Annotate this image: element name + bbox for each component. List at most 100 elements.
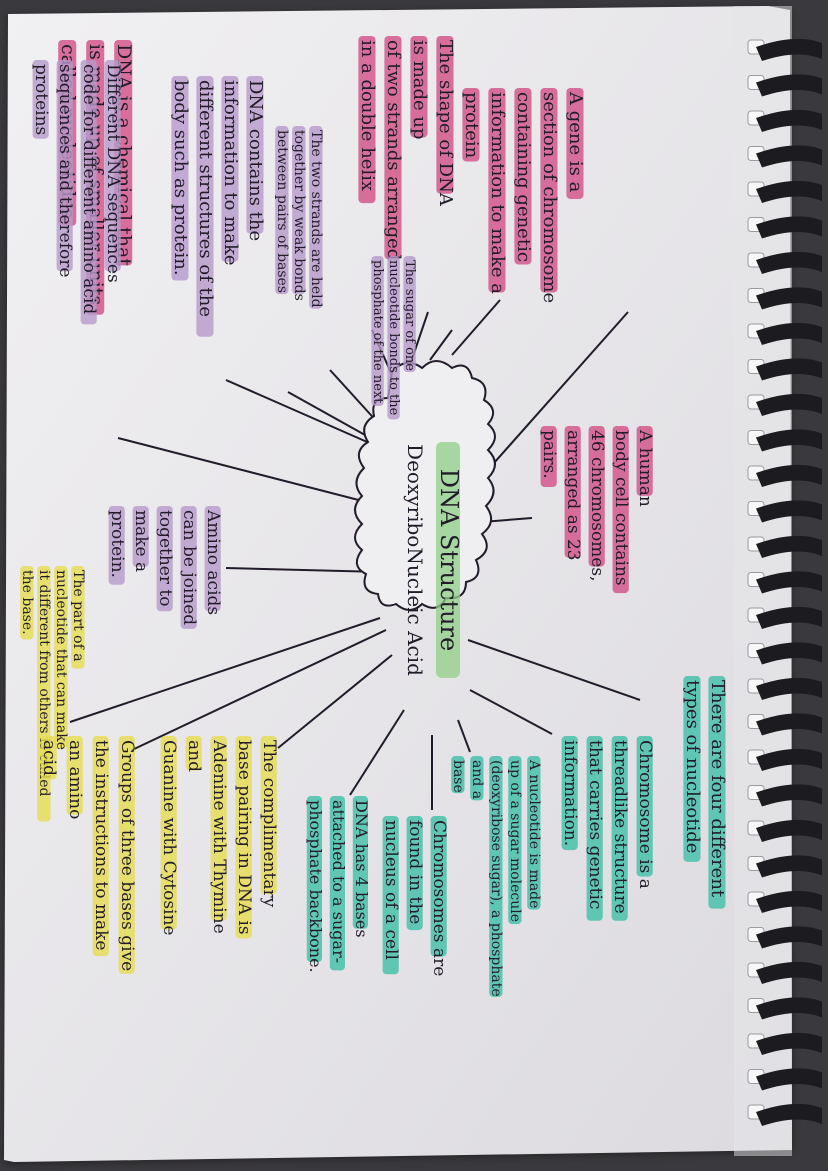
note-line: A human xyxy=(635,429,655,507)
highlight-stroke xyxy=(683,676,701,862)
note-line: an amino xyxy=(65,740,85,819)
note-line: Guanine with Cytosine xyxy=(159,740,179,935)
binding-ring xyxy=(756,393,822,416)
highlight-stroke xyxy=(54,566,68,749)
note-line: DNA has 4 bases xyxy=(352,800,371,938)
note-line: Different DNA sequences xyxy=(103,64,123,283)
highlight-stroke xyxy=(118,736,135,974)
binding-ring xyxy=(756,535,822,558)
note-line: attached to a sugar- xyxy=(329,800,348,963)
note-line: can be joined xyxy=(179,510,199,625)
highlight-stroke xyxy=(371,256,384,406)
binding-ring xyxy=(756,1068,822,1091)
highlight-stroke xyxy=(382,816,399,975)
highlight-stroke xyxy=(40,736,57,780)
note-line: There are four different xyxy=(707,680,728,898)
note-line: protein xyxy=(461,92,482,159)
note-line: Amino acids xyxy=(203,509,223,615)
note-line: together to xyxy=(155,510,175,606)
binding-ring xyxy=(756,890,822,913)
note-line: The shape of DNA xyxy=(435,40,456,207)
note-line: the base. xyxy=(19,570,35,635)
note-line: proteins xyxy=(31,64,51,135)
binding-ring xyxy=(756,464,822,487)
binding-ring xyxy=(756,358,822,381)
highlight-stroke xyxy=(156,506,173,612)
highlight-stroke xyxy=(612,426,629,594)
highlight-stroke xyxy=(66,736,83,815)
note-line: in a double helix xyxy=(357,40,378,191)
note-line: that carries genetic xyxy=(585,740,605,909)
highlight-stroke xyxy=(488,88,506,293)
binding-ring xyxy=(756,713,822,736)
highlight-stroke xyxy=(540,88,558,293)
highlight-stroke xyxy=(80,60,97,325)
note-line: and xyxy=(184,740,204,772)
highlight-stroke xyxy=(636,426,653,496)
center-title: DNA Structure xyxy=(435,469,463,651)
binding-ring xyxy=(756,784,822,807)
highlight-stroke xyxy=(56,60,73,272)
note-line: The sugar of one xyxy=(402,260,417,371)
note-line: DNA contains the xyxy=(245,80,266,241)
binding-ring xyxy=(756,180,822,203)
note-line: threadlike structure xyxy=(610,740,630,914)
note-line: and a xyxy=(469,760,485,799)
highlight-stroke xyxy=(384,36,402,260)
binding-ring xyxy=(756,606,822,629)
binding-ring xyxy=(756,1032,822,1055)
highlight-stroke xyxy=(358,36,376,204)
binding-ring xyxy=(756,322,822,345)
highlight-stroke xyxy=(92,736,109,957)
note-line: nucleotide bonds to the xyxy=(386,260,401,416)
note-line: phosphate of the next xyxy=(370,260,385,404)
binding-ring xyxy=(756,429,822,452)
note-line: make a xyxy=(131,510,151,572)
highlight-stroke xyxy=(470,756,484,801)
note-line: acid xyxy=(39,740,59,776)
highlight-stroke xyxy=(210,736,227,921)
highlight-stroke xyxy=(436,36,454,194)
binding-ring xyxy=(756,926,822,949)
highlight-stroke xyxy=(451,756,465,794)
highlight-stroke xyxy=(430,816,447,957)
binding-ring xyxy=(756,500,822,523)
binding-ring xyxy=(756,819,822,842)
highlight-stroke xyxy=(387,256,400,420)
highlight-stroke xyxy=(406,816,423,931)
note-line: (deoxyribose sugar), a phosphate xyxy=(488,760,504,997)
note-line: types of nucleotide xyxy=(682,680,703,853)
highlight-stroke xyxy=(221,76,239,262)
binding-ring xyxy=(756,997,822,1020)
note-line: A nucleotide is made xyxy=(526,759,542,908)
highlight-stroke xyxy=(586,736,603,921)
highlight-stroke xyxy=(20,566,34,640)
highlight-stroke xyxy=(561,736,578,851)
highlight-stroke xyxy=(32,60,49,139)
highlight-stroke xyxy=(329,796,345,971)
highlight-stroke xyxy=(160,736,177,930)
note-line: is made up xyxy=(409,40,430,140)
note-line: 46 chromosomes, xyxy=(587,430,607,582)
note-line: nucleus of a cell xyxy=(381,820,401,960)
note-line: Chromosomes are xyxy=(429,820,449,976)
note-line: body cell contains xyxy=(611,430,631,586)
highlight-stroke xyxy=(306,796,322,963)
note-line: base pairing in DNA is xyxy=(234,740,254,935)
note-line: information to make xyxy=(220,80,241,266)
binding-ring xyxy=(756,855,822,878)
spiral-binding xyxy=(747,38,822,1126)
